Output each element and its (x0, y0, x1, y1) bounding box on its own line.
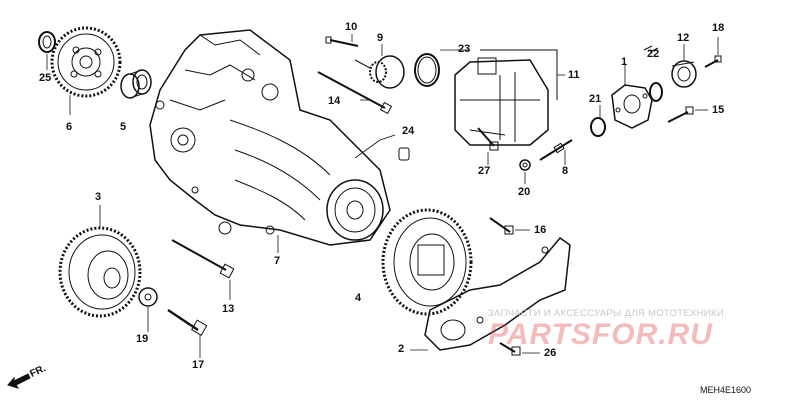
part-24-dowel (398, 147, 410, 161)
part-label-19: 19 (136, 333, 149, 345)
part-label-12: 12 (677, 32, 690, 44)
part-label-10: 10 (345, 21, 358, 33)
part-label-21: 21 (589, 93, 602, 105)
part-22-clip (643, 45, 659, 53)
part-label-4: 4 (355, 292, 362, 304)
part-label-6: 6 (66, 121, 73, 133)
part-label-5: 5 (120, 121, 127, 133)
part-label-11: 11 (568, 69, 580, 81)
part-3-clutch (58, 226, 142, 318)
part-11-starter-motor (454, 57, 549, 146)
part-label-13: 13 (222, 303, 235, 315)
bracket-11 (480, 49, 558, 100)
part-label-25: 25 (39, 72, 52, 84)
part-9-gear (354, 55, 405, 89)
part-4-ring-gear (381, 208, 473, 316)
part-label-24: 24 (402, 125, 415, 137)
part-label-18: 18 (712, 22, 725, 34)
part-20-nut (519, 159, 531, 171)
part-15-bolt (667, 106, 694, 123)
part-16-bolt (489, 217, 514, 235)
part-label-2: 2 (398, 343, 405, 355)
part-23-oring (414, 53, 440, 87)
leader-lines (46, 34, 719, 358)
part-26-bolt (499, 342, 521, 356)
part-8-stud (539, 139, 573, 161)
part-label-17: 17 (192, 359, 205, 371)
part-5-bearing (120, 69, 152, 99)
part-18-bolt (704, 55, 722, 68)
part-label-7: 7 (274, 255, 281, 267)
part-label-9: 9 (377, 32, 384, 44)
drawing-code: MEH4E1600 (700, 385, 752, 395)
part-label-27: 27 (478, 165, 491, 177)
part-10-pin (325, 36, 359, 47)
part-17-bolt (167, 308, 208, 336)
watermark-text: ЗАПЧАСТИ И АКСЕССУАРЫ ДЛЯ МОТОТЕХНИКИ (488, 308, 724, 319)
part-label-26: 26 (544, 347, 557, 359)
part-oring-small (649, 82, 663, 102)
part-label-22: 22 (647, 48, 660, 60)
front-direction-arrow-icon (7, 373, 31, 389)
part-14-bolt (317, 71, 393, 115)
part-label-14: 14 (328, 95, 341, 107)
part-2-cover-plate (424, 236, 571, 351)
part-label-1: 1 (621, 56, 628, 68)
part-12-sensor (671, 60, 697, 88)
part-21-oring (590, 117, 606, 137)
part-label-15: 15 (712, 104, 725, 116)
part-7-housing (149, 29, 391, 246)
part-label-20: 20 (518, 186, 531, 198)
part-19-washer (138, 287, 158, 307)
part-27-bolt (477, 127, 499, 151)
part-label-23: 23 (458, 43, 471, 55)
part-13-bolt (171, 239, 235, 279)
part-label-16: 16 (534, 224, 547, 236)
part-label-8: 8 (562, 165, 569, 177)
part-label-3: 3 (95, 191, 102, 203)
part-25-oring (38, 31, 56, 53)
part-6-gear (50, 26, 122, 98)
part-1-cover (611, 84, 653, 129)
watermark-brand: PARTSFOR.RU (488, 318, 713, 351)
